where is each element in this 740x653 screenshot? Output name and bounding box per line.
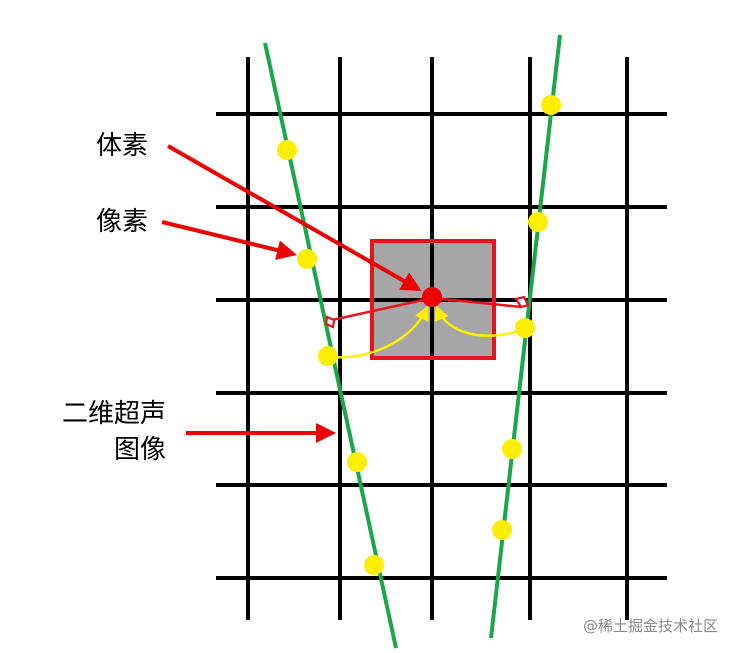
voxel-cell-border (370, 239, 496, 360)
voxel-label-arrow (167, 144, 422, 291)
voxel-label: 体素 (96, 131, 149, 161)
voxel-dot (422, 287, 442, 307)
pixel-label: 像素 (96, 207, 149, 237)
pixel-dot-4 (347, 452, 367, 472)
pixel-dot-3 (318, 346, 338, 366)
ultrasound-image-label: 二维超声 图像 (62, 399, 167, 465)
pixel-dot-1 (277, 140, 297, 160)
projection-line-left (331, 296, 433, 322)
pixel-dot-7 (528, 212, 548, 232)
right-angle-mark-right (514, 295, 530, 309)
pixel-dot-5 (364, 555, 384, 575)
right-angle-mark-left (324, 315, 336, 329)
watermark-text: @稀土掘金技术社区 (583, 617, 719, 635)
interpolation-arrow-right (434, 305, 523, 337)
pixel-dot-2 (297, 249, 317, 269)
pixel-dot-8 (515, 318, 535, 338)
pixel-dot-9 (502, 439, 522, 459)
pixel-dot-10 (492, 520, 512, 540)
pixel-label-arrow (161, 220, 297, 260)
pixel-dot-6 (541, 95, 561, 115)
projection-line-right (431, 296, 523, 309)
interpolation-arrow-left (329, 305, 429, 359)
